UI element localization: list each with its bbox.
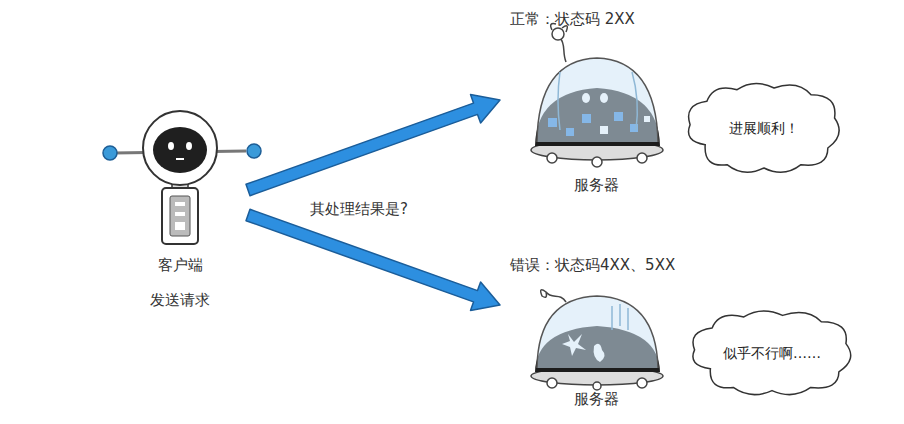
client-node: 客户端发送请求 bbox=[112, 92, 248, 314]
server-robot bbox=[558, 72, 637, 130]
server-robot bbox=[637, 153, 647, 163]
node-label: 发送请求 bbox=[150, 291, 210, 309]
client-robot bbox=[162, 188, 198, 244]
client-robot bbox=[153, 127, 207, 173]
client-robot bbox=[170, 196, 190, 236]
client-robot bbox=[176, 158, 184, 160]
speech-bubble: 似乎不行啊…… bbox=[684, 306, 860, 400]
request-arrow bbox=[246, 209, 500, 310]
server-robot bbox=[537, 296, 658, 368]
client-robot bbox=[103, 146, 117, 160]
server-robot bbox=[531, 24, 663, 167]
client-robot bbox=[175, 202, 185, 206]
status-heading: 正常：状态码 2XX bbox=[510, 10, 635, 28]
server-robot bbox=[593, 382, 601, 390]
server-robot bbox=[547, 378, 557, 388]
client-robot bbox=[175, 222, 185, 230]
client-robot bbox=[175, 212, 185, 216]
server-robot bbox=[531, 290, 663, 390]
node-label: 客户端 bbox=[158, 256, 203, 274]
server-robot bbox=[541, 290, 547, 298]
status-heading: 错误：状态码4XX、5XX bbox=[510, 256, 675, 274]
node-label: 服务器 bbox=[574, 390, 619, 408]
client-robot bbox=[247, 144, 261, 158]
server-robot bbox=[547, 153, 557, 163]
server-node: 错误：状态码4XX、5XX 服务器 bbox=[500, 252, 680, 412]
client-robot bbox=[103, 111, 261, 244]
server-robot bbox=[592, 157, 602, 167]
server-robot bbox=[612, 304, 628, 330]
bubble-text: 进展顺利！ bbox=[729, 119, 799, 137]
server-robot bbox=[560, 38, 566, 62]
bubble-text: 似乎不行啊…… bbox=[723, 344, 821, 362]
question-label: 其处理结果是? bbox=[308, 200, 410, 218]
server-robot bbox=[637, 378, 647, 388]
server-robot bbox=[537, 58, 658, 142]
client-robot bbox=[168, 142, 174, 150]
speech-bubble: 进展顺利！ bbox=[680, 78, 848, 178]
client-robot bbox=[186, 142, 192, 150]
server-robot bbox=[552, 28, 564, 40]
client-robot bbox=[143, 111, 217, 185]
cloud-outline bbox=[688, 83, 839, 172]
server-node: 正常：状态码 2XX 服务器 bbox=[500, 6, 680, 196]
cloud-outline bbox=[693, 311, 851, 395]
server-robot bbox=[546, 292, 566, 302]
node-label: 服务器 bbox=[574, 176, 619, 194]
request-arrow bbox=[246, 95, 500, 196]
